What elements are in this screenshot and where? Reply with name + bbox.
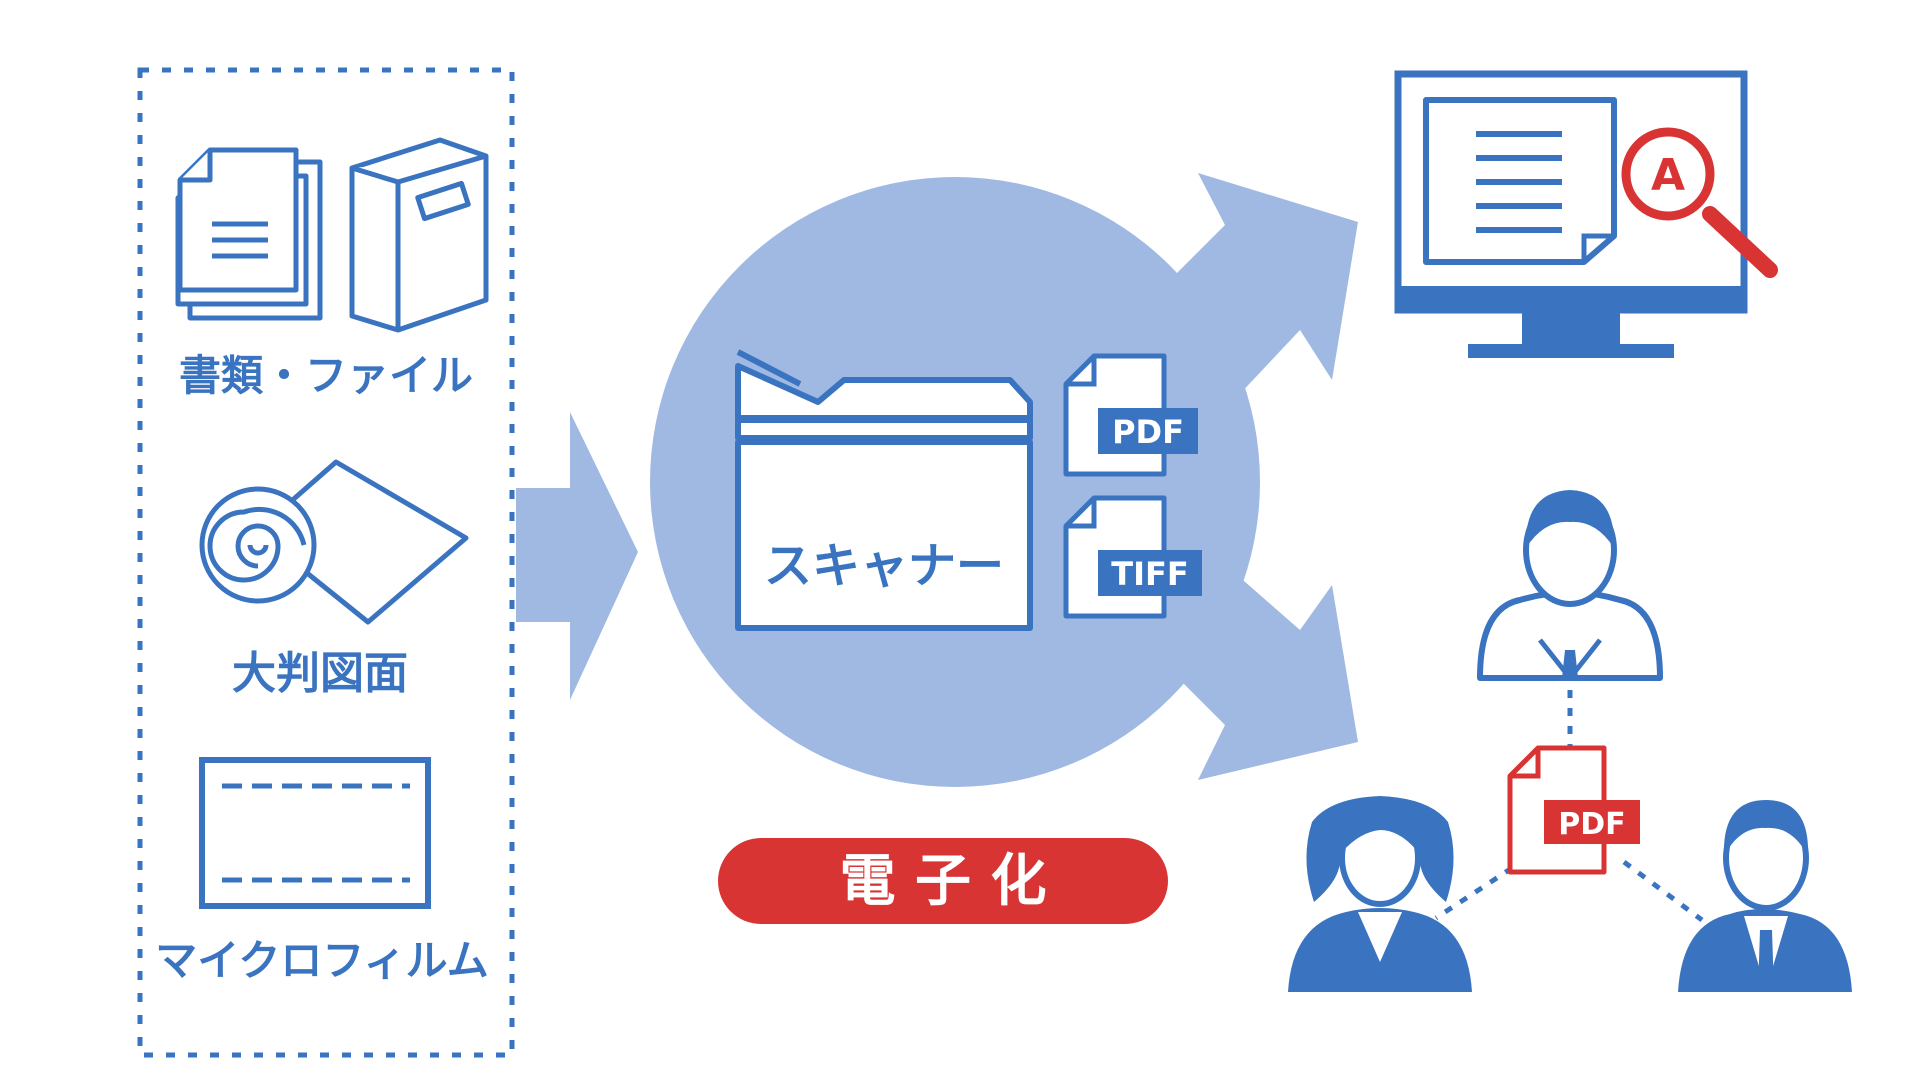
- large-drawing-label: 大判図面: [232, 648, 408, 699]
- magnifier-search-icon: A: [1621, 127, 1778, 278]
- person-icon: [1477, 490, 1663, 681]
- microfilm-label: マイクロフィルム: [155, 936, 488, 985]
- share-connection-lines: [1434, 690, 1704, 923]
- scanner-label: スキャナー: [764, 538, 1004, 594]
- digitization-badge: [718, 838, 1168, 924]
- digitization-badge-label: 電 子 化: [840, 849, 1047, 914]
- microfilm-icon: [199, 757, 431, 909]
- binder-icon: [349, 137, 489, 333]
- documents-icon: [175, 147, 323, 321]
- output-arrow-to-sharing: [1150, 560, 1358, 780]
- pdf-file-icon: PDF: [1063, 353, 1198, 477]
- tiff-format-label: TIFF: [1111, 555, 1188, 593]
- shared-pdf-file-icon: PDF: [1507, 745, 1640, 875]
- pdf-format-label: PDF: [1112, 413, 1184, 451]
- shared-pdf-format-label: PDF: [1558, 807, 1625, 842]
- search-letter: A: [1651, 150, 1685, 201]
- output-arrow-to-computer: [1150, 173, 1358, 415]
- documents-label: 書類・ファイル: [179, 351, 473, 400]
- tiff-file-icon: TIFF: [1063, 495, 1202, 619]
- scanner-icon: [735, 349, 1033, 631]
- man-icon: [1678, 800, 1852, 992]
- source-materials-group-border: [137, 67, 515, 1058]
- rolled-drawing-icon: [199, 459, 469, 625]
- woman-icon: [1288, 796, 1472, 992]
- monitor-icon: [1394, 70, 1748, 358]
- input-arrow: [516, 412, 638, 700]
